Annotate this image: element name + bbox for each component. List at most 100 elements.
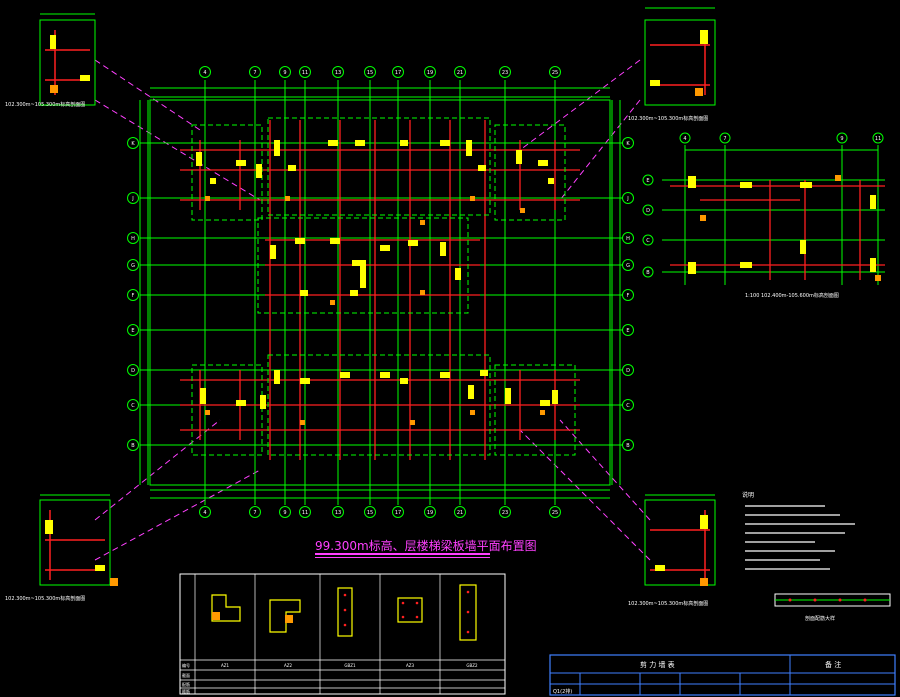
axis-bubble-label: C [131,403,135,409]
axis-bubble-label: 4 [683,136,686,142]
axis-bubble-label: 11 [875,136,881,142]
axis-bubble-label: 17 [395,70,401,76]
axis-bubble-left: G [127,259,139,271]
axis-bubble-circle [454,506,466,518]
axis-bubble-bottom: 9 [279,506,291,518]
axis-bubble-circle [127,439,139,451]
axis-bubble-circle [454,66,466,78]
plan-dimension-frame [139,87,621,499]
axis-bubble-label: B [626,443,630,449]
axis-bubble-circle [199,66,211,78]
table-column-label: GBZ1 [344,663,356,668]
section-detail: 剖面配筋大样 [774,593,891,622]
axis-bubble-circle [299,506,311,518]
wall-block [440,140,450,146]
wall-block [288,165,296,171]
axis-bubble-bottom: 25 [549,506,561,518]
detail-plan-caption: 1:100 102.400m-105.600m标高剖面图 [745,292,839,299]
column-block [205,410,210,415]
table-column-label: AZ1 [221,663,229,668]
axis-bubble-circle [622,259,634,271]
axis-bubble-right: D [622,364,634,376]
axis-bubble-label: D [626,368,630,374]
corner-detail-bottom-left [39,494,118,586]
title-underline-thin [315,557,490,558]
wall-block [408,240,418,246]
axis-bubble-top: 11 [299,66,311,78]
axis-bubble-circle [719,132,731,144]
axis-bubble-label: 25 [552,510,558,516]
axis-bubble-circle [642,204,654,216]
axis-bubble-top: 19 [424,66,436,78]
axis-bubble-circle [392,506,404,518]
axis-bubble-top: 9 [279,66,291,78]
wall-block [516,150,522,164]
axis-bubble-circle [836,132,848,144]
axis-bubble-right: E [622,324,634,336]
column-block [330,300,335,305]
axis-bubble-label: K [131,141,135,147]
axis-bubble-label: 21 [457,510,463,516]
axis-bubble-bottom: 13 [332,506,344,518]
axis-bubble-circle [299,66,311,78]
axis-bubble-circle [622,137,634,149]
axis-bubble-left: F [127,289,139,301]
axis-bubble-label: 21 [457,70,463,76]
axis-bubble-circle [127,259,139,271]
table-column-label: AZ2 [284,663,292,668]
axis-bubble-label: C [626,403,630,409]
axis-bubble-circle [279,506,291,518]
axis-bubble-circle [642,266,654,278]
title-block-header-right: 备 注 [825,660,841,669]
detail-axis-bubble-left: C [642,234,654,246]
wall-block [340,372,350,378]
axis-bubble-right: B [622,439,634,451]
axis-bubble-label: 15 [367,70,373,76]
axis-bubble-left: K [127,137,139,149]
wall-block [270,245,276,259]
axis-bubble-label: E [626,328,629,334]
axis-bubble-label: D [646,208,650,214]
wall-block [468,385,474,399]
axis-bubble-top: 21 [454,66,466,78]
axis-bubble-left: C [127,399,139,411]
axis-bubble-label: 9 [283,510,286,516]
wall-block [400,140,408,146]
wall-block [210,178,216,184]
axis-bubble-circle [622,364,634,376]
axis-bubble-label: 25 [552,70,558,76]
axis-bubble-bottom: 17 [392,506,404,518]
axis-bubble-label: 11 [302,70,308,76]
table-row-label: 截面 [182,672,190,678]
axis-bubble-left: H [127,232,139,244]
corner-detail-bottom-right [644,494,716,586]
column-block [300,420,305,425]
axis-bubble-left: E [127,324,139,336]
axis-bubble-label: D [131,368,135,374]
wall-block [256,164,262,178]
axis-bubble-circle [622,192,634,204]
axis-bubble-circle [332,506,344,518]
axis-bubble-circle [642,234,654,246]
wall-block [236,160,246,166]
axis-bubble-circle [127,364,139,376]
axis-bubble-right: J [622,192,634,204]
column-block [285,196,290,201]
table-row-label: 箍筋 [182,688,190,694]
wall-column-blocks [196,140,558,425]
axis-bubble-circle [499,66,511,78]
column-block [470,410,475,415]
section-caption: 剖面配筋大样 [805,615,835,622]
axis-bubble-label: J [626,196,628,202]
axis-bubble-top: 13 [332,66,344,78]
axis-bubble-label: K [626,141,630,147]
wall-block [466,140,472,156]
wall-block [478,165,486,171]
column-block [520,208,525,213]
wall-block [330,238,340,244]
axis-bubble-circle [622,399,634,411]
axis-bubble-label: C [646,238,650,244]
axis-bubble-label: F [132,293,135,299]
axis-bubble-circle [127,324,139,336]
axis-bubble-label: 4 [203,70,206,76]
